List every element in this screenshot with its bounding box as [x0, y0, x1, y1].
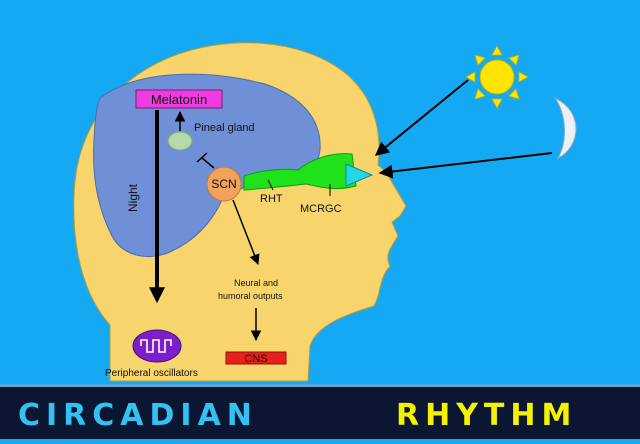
sun-light-arrow: [374, 79, 469, 156]
scn-pineal-inhibition: [196, 152, 215, 169]
optic-pathway: [243, 153, 357, 191]
cns-box: [225, 351, 287, 365]
mcrgc-label: MCRGC: [300, 203, 342, 215]
melatonin-label: Melatonin: [151, 92, 207, 107]
oscillation-wave: [140, 339, 172, 353]
banner-word-circadian: CIRCADIAN: [18, 398, 258, 433]
moon-light-arrow: [378, 152, 553, 179]
scn-node: [206, 166, 242, 202]
peripheral-oscillators-label: Peripheral oscillators: [105, 368, 198, 379]
brain-region: [93, 73, 321, 258]
title-banner-border: [0, 384, 640, 387]
scn-label: SCN: [211, 177, 236, 191]
banner-word-rhythm: RHYTHM: [396, 398, 577, 433]
pineal-gland-node: [167, 131, 193, 151]
scn-to-outputs-arrow: [232, 199, 260, 265]
peripheral-oscillator-node: [132, 329, 182, 363]
moon-icon: [553, 96, 577, 160]
night-label: Night: [126, 183, 140, 212]
neural-humoral-label-line2: humoral outputs: [218, 291, 283, 301]
eye: [345, 163, 374, 187]
rht-label: RHT: [260, 193, 283, 205]
rht-pointer: [267, 179, 274, 191]
title-banner: [0, 384, 640, 439]
neural-humoral-label-line1: Neural and: [234, 278, 278, 288]
cns-label: CNS: [244, 353, 267, 365]
melatonin-box: [135, 89, 223, 109]
sun-icon: [465, 45, 529, 109]
pineal-gland-label: Pineal gland: [194, 122, 255, 134]
